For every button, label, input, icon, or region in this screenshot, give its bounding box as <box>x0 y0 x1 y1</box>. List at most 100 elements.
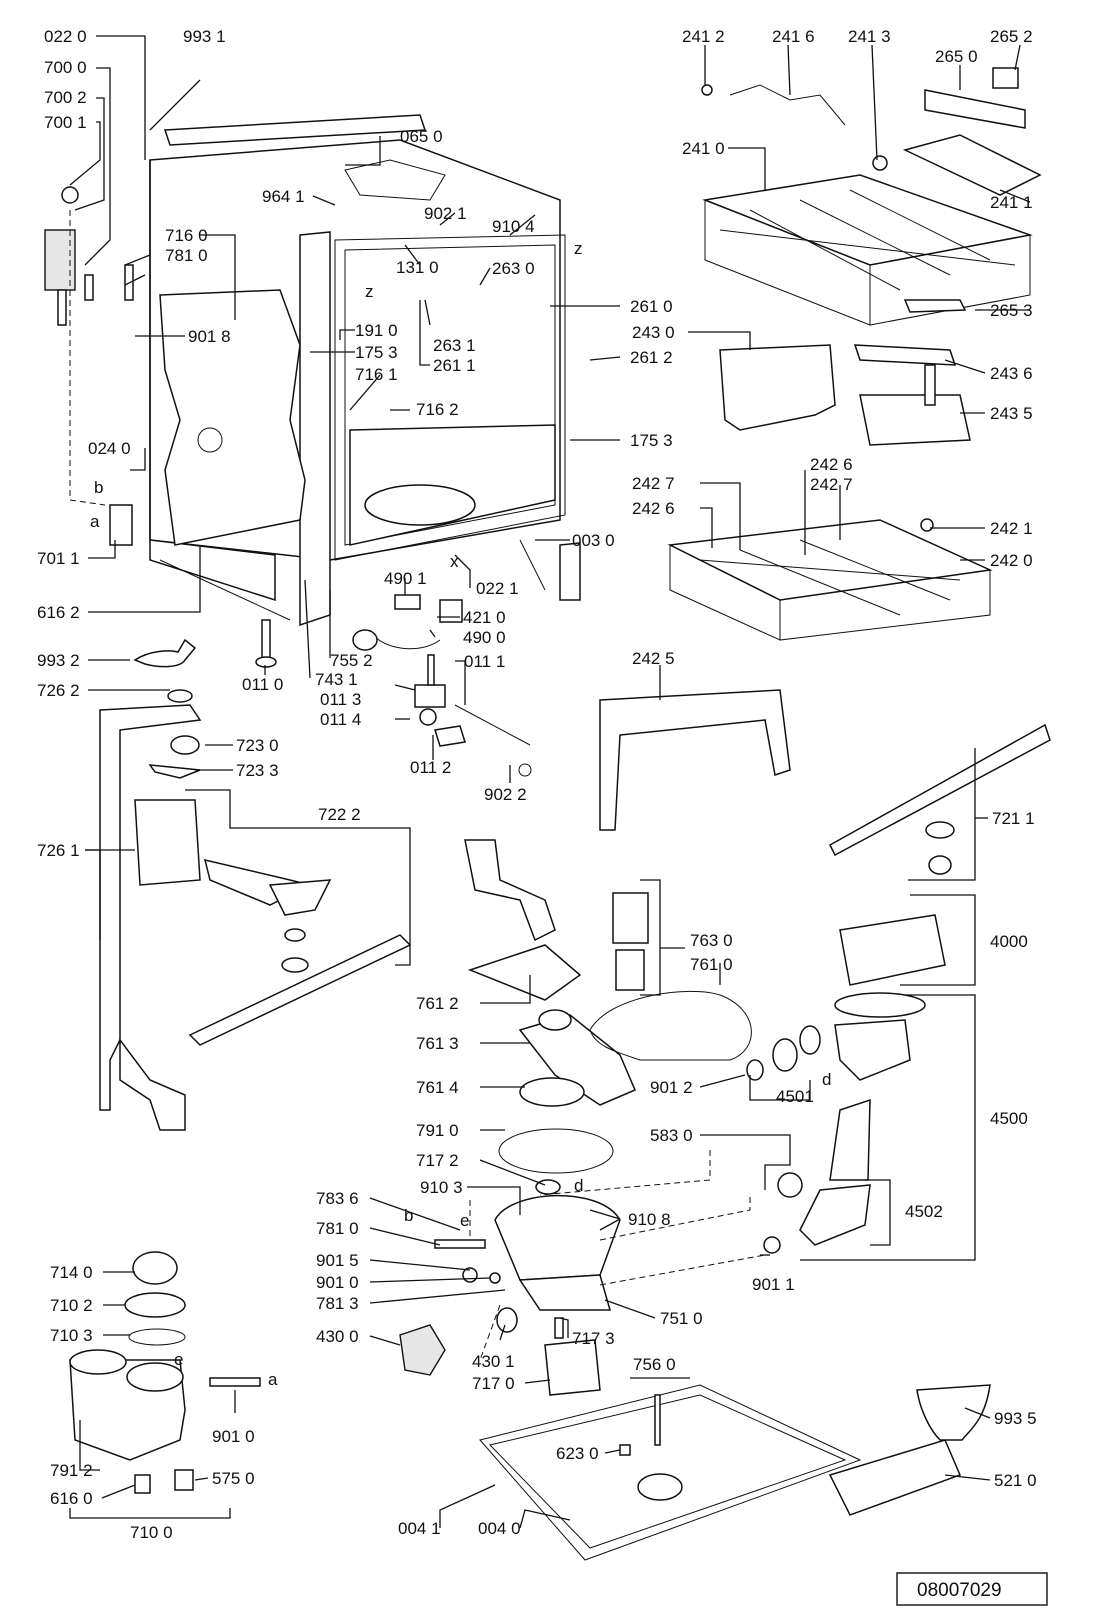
label-723-0: 723 0 <box>236 736 279 755</box>
label-265-0: 265 0 <box>935 47 978 66</box>
label-242-5: 242 5 <box>632 649 675 668</box>
supply-pipe-assembly <box>99 689 412 1131</box>
base-tray <box>479 1384 991 1561</box>
letter-mark: z <box>574 239 583 258</box>
lower-basket <box>599 518 993 831</box>
document-number-box: 08007029 <box>896 1572 1048 1606</box>
label-901-5: 901 5 <box>316 1251 359 1270</box>
label-022-0: 022 0 <box>44 27 87 46</box>
label-243-5: 243 5 <box>990 404 1033 423</box>
label-964-1: 964 1 <box>262 187 305 206</box>
letter-mark: x <box>450 552 459 571</box>
letter-mark: d <box>574 1176 583 1195</box>
label-521-0: 521 0 <box>994 1471 1037 1490</box>
label-781-0-b: 781 0 <box>316 1219 359 1238</box>
document-number: 08007029 <box>917 1580 1002 1601</box>
part-labels: 022 0 993 1 700 0 700 2 700 1 065 0 964 … <box>37 27 1037 1542</box>
label-4500: 4500 <box>990 1109 1028 1128</box>
label-901-8: 901 8 <box>188 327 231 346</box>
label-011-3: 011 3 <box>320 690 361 709</box>
letter-mark: e <box>460 1211 469 1230</box>
label-065-0: 065 0 <box>400 127 443 146</box>
label-4501: 4501 <box>776 1087 814 1106</box>
label-710-3: 710 3 <box>50 1326 93 1345</box>
label-241-0: 241 0 <box>682 139 725 158</box>
label-902-1: 902 1 <box>424 204 467 223</box>
label-263-0: 263 0 <box>492 259 535 278</box>
label-261-0: 261 0 <box>630 297 673 316</box>
label-721-1: 721 1 <box>992 809 1035 828</box>
label-993-2: 993 2 <box>37 651 80 670</box>
label-901-0-b: 901 0 <box>212 1427 255 1446</box>
label-242-1: 242 1 <box>990 519 1033 538</box>
label-175-3-b: 175 3 <box>630 431 673 450</box>
label-726-2: 726 2 <box>37 681 80 700</box>
label-783-6: 783 6 <box>316 1189 359 1208</box>
label-910-4: 910 4 <box>492 217 535 236</box>
label-575-0: 575 0 <box>212 1469 255 1488</box>
label-700-2: 700 2 <box>44 88 87 107</box>
connector-letters: b a z z x d e b e d a <box>90 239 831 1389</box>
letter-mark: e <box>174 1350 183 1369</box>
label-910-3: 910 3 <box>420 1178 463 1197</box>
label-490-1: 490 1 <box>384 569 427 588</box>
label-710-2: 710 2 <box>50 1296 93 1315</box>
label-241-6: 241 6 <box>772 27 815 46</box>
cabinet-frame <box>44 114 581 777</box>
label-623-0: 623 0 <box>556 1444 599 1463</box>
letter-mark: d <box>822 1070 831 1089</box>
label-011-2: 011 2 <box>410 758 451 777</box>
label-993-1: 993 1 <box>183 27 226 46</box>
label-265-3: 265 3 <box>990 301 1033 320</box>
label-4000: 4000 <box>990 932 1028 951</box>
label-901-2: 901 2 <box>650 1078 693 1097</box>
label-263-1: 263 1 <box>433 336 476 355</box>
label-901-0-a: 901 0 <box>316 1273 359 1292</box>
label-756-0: 756 0 <box>633 1355 676 1374</box>
label-004-1: 004 1 <box>398 1519 441 1538</box>
leader-lines <box>69 35 1031 1529</box>
label-761-2: 761 2 <box>416 994 459 1013</box>
letter-mark: a <box>90 512 100 531</box>
label-616-2: 616 2 <box>37 603 80 622</box>
label-004-0: 004 0 <box>478 1519 521 1538</box>
label-4502: 4502 <box>905 1202 943 1221</box>
label-243-0: 243 0 <box>632 323 675 342</box>
label-241-3: 241 3 <box>848 27 891 46</box>
upper-basket <box>701 67 1042 326</box>
label-717-3: 717 3 <box>572 1329 615 1348</box>
label-011-0: 011 0 <box>242 675 283 694</box>
label-242-6-a: 242 6 <box>810 455 853 474</box>
label-430-0: 430 0 <box>316 1327 359 1346</box>
label-024-0: 024 0 <box>88 439 131 458</box>
label-242-7-a: 242 7 <box>632 474 675 493</box>
label-242-7-b: 242 7 <box>810 475 853 494</box>
label-430-1: 430 1 <box>472 1352 515 1371</box>
label-011-4: 011 4 <box>320 710 361 729</box>
label-175-3-a: 175 3 <box>355 343 398 362</box>
label-791-0: 791 0 <box>416 1121 459 1140</box>
label-763-0: 763 0 <box>690 931 733 950</box>
label-751-0: 751 0 <box>660 1309 703 1328</box>
label-761-4: 761 4 <box>416 1078 459 1097</box>
label-717-2: 717 2 <box>416 1151 459 1170</box>
label-761-0: 761 0 <box>690 955 733 974</box>
label-723-3: 723 3 <box>236 761 279 780</box>
label-191-0: 191 0 <box>355 321 398 340</box>
letter-mark: z <box>365 282 374 301</box>
label-700-1: 700 1 <box>44 113 87 132</box>
label-261-1: 261 1 <box>433 356 476 375</box>
label-242-0: 242 0 <box>990 551 1033 570</box>
label-761-3: 761 3 <box>416 1034 459 1053</box>
upper-spray-arm <box>829 723 1051 875</box>
sump-assembly <box>399 839 946 1396</box>
label-241-2: 241 2 <box>682 27 725 46</box>
label-755-2: 755 2 <box>330 651 373 670</box>
label-781-0: 781 0 <box>165 246 208 265</box>
label-241-1: 241 1 <box>990 193 1033 212</box>
label-902-2: 902 2 <box>484 785 527 804</box>
label-743-1: 743 1 <box>315 670 358 689</box>
label-616-0: 616 0 <box>50 1489 93 1508</box>
label-910-8: 910 8 <box>628 1210 671 1229</box>
label-716-1: 716 1 <box>355 365 398 384</box>
